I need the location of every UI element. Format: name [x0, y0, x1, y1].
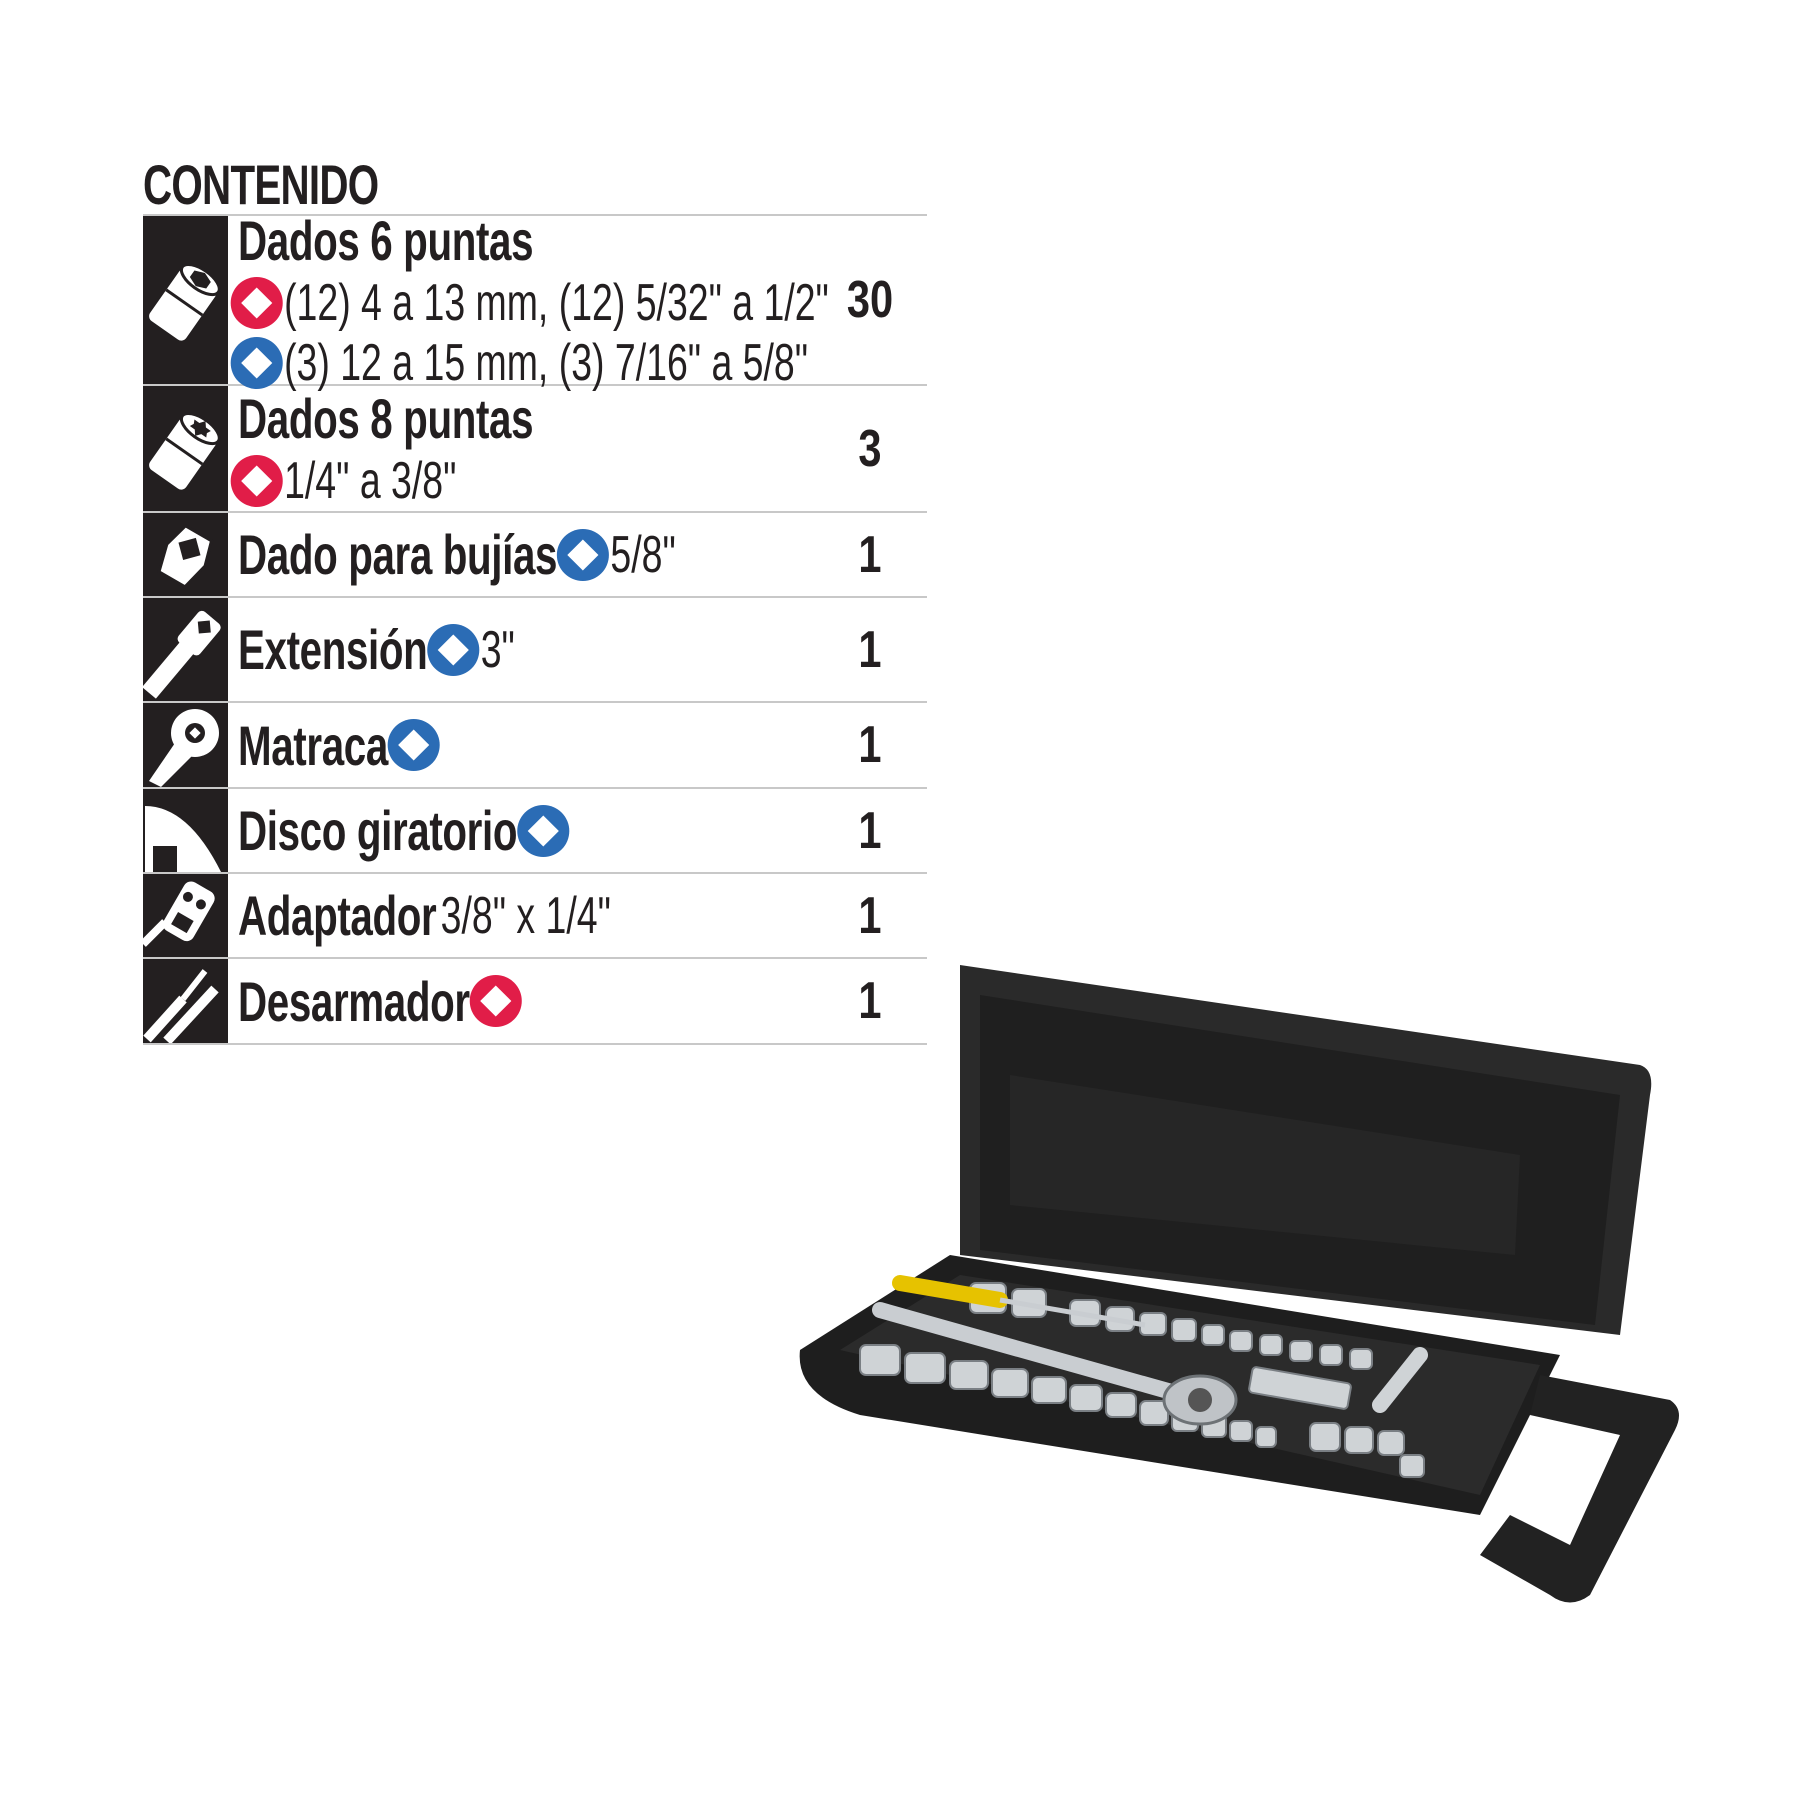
- red-diamond-marker-icon: [230, 276, 283, 329]
- item-count: 3: [858, 419, 882, 478]
- blue-diamond-marker-icon: [517, 804, 570, 857]
- item-count: 30: [846, 271, 894, 329]
- product-photo-socket-set-case: [799, 965, 1679, 1603]
- table-row: Dados 6 puntas (12) 4 a 13 mm, (12) 5/32…: [143, 209, 927, 392]
- table-row: Dados 8 puntas 1/4" a 3/8" 3: [143, 386, 927, 513]
- item-spec: 3": [480, 620, 515, 679]
- item-spec: 5/8": [610, 525, 676, 584]
- blue-diamond-marker-icon: [230, 336, 283, 389]
- blue-diamond-marker-icon: [557, 528, 610, 581]
- extension-bar: [1248, 1347, 1428, 1413]
- item-detail: 1/4" a 3/8": [284, 452, 457, 510]
- item-count: 1: [858, 972, 882, 1030]
- item-name: Desarmador: [238, 969, 470, 1033]
- item-count: 1: [858, 716, 882, 774]
- socket-6-point-icon: [143, 216, 228, 384]
- item-count: 1: [858, 525, 882, 584]
- item-spec: 3/8" x 1/4": [440, 886, 611, 945]
- case-lid: [960, 965, 1652, 1335]
- blue-diamond-marker-icon: [387, 719, 440, 771]
- table-row: Extensión 3" 1: [143, 598, 927, 703]
- red-diamond-marker-icon: [230, 455, 283, 507]
- socket-8-point-icon: [143, 386, 228, 511]
- item-count: 1: [858, 801, 882, 860]
- screwdriver-icon: [143, 959, 228, 1043]
- item-name: Adaptador: [238, 884, 437, 947]
- ratchet-handle: [872, 1302, 1238, 1426]
- table-row: Dado para bujías 5/8" 1: [143, 513, 927, 598]
- adapter-icon: [143, 874, 228, 957]
- blue-diamond-marker-icon: [427, 623, 480, 676]
- extension-icon: [143, 598, 228, 701]
- contents-table: Dados 6 puntas (12) 4 a 13 mm, (12) 5/32…: [143, 209, 927, 1045]
- ratchet-icon: [143, 703, 228, 787]
- item-name: Dados 8 puntas: [238, 387, 534, 450]
- spinner-disc-icon: [143, 789, 228, 872]
- sockets: [859, 1282, 1425, 1478]
- item-detail: (12) 4 a 13 mm, (12) 5/32" a 1/2": [284, 273, 829, 332]
- item-name: Disco giratorio: [238, 799, 518, 862]
- table-row: Disco giratorio 1: [143, 789, 927, 874]
- table-row: Desarmador 1: [143, 959, 927, 1045]
- item-count: 1: [858, 886, 882, 945]
- item-name: Matraca: [238, 713, 388, 777]
- spark-plug-socket-icon: [143, 513, 228, 596]
- item-name: Dado para bujías: [238, 523, 558, 586]
- item-detail: (3) 12 a 15 mm, (3) 7/16" a 5/8": [284, 333, 809, 392]
- section-title: CONTENIDO: [143, 153, 379, 216]
- item-name: Dados 6 puntas: [238, 208, 534, 272]
- red-diamond-marker-icon: [469, 975, 522, 1027]
- screwdriver: [892, 1275, 1146, 1328]
- item-name: Extensión: [238, 618, 428, 681]
- table-row: Matraca 1: [143, 703, 927, 789]
- item-count: 1: [858, 620, 882, 679]
